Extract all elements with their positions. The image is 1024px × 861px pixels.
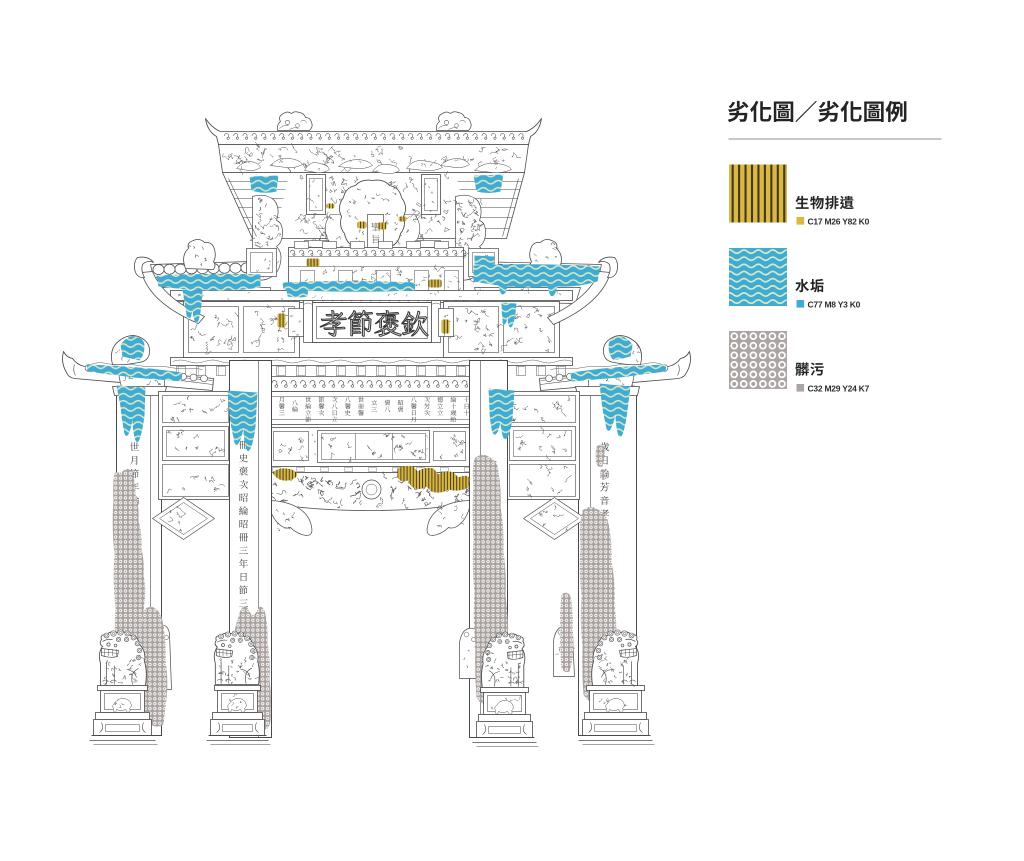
svg-text:C77 M8 Y3 K0: C77 M8 Y3 K0	[808, 300, 861, 310]
svg-text:C17 M26 Y82 K0: C17 M26 Y82 K0	[808, 217, 870, 227]
svg-text:C32 M29 Y24 K7: C32 M29 Y24 K7	[808, 384, 870, 394]
